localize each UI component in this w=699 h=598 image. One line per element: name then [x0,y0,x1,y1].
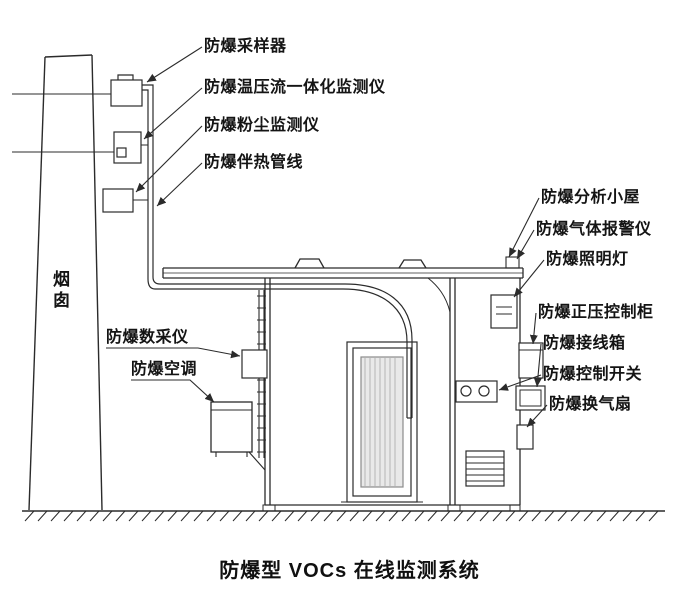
control-switch-box [455,380,498,403]
lighting-box [490,294,518,329]
leader-lines [106,46,548,428]
right-equipment-drawing [455,294,546,487]
dust-monitor-box [102,188,134,213]
gas-alarm-box [505,256,520,269]
label-analysis-cabin: 防爆分析小屋 [541,189,641,206]
ground-line-drawing [22,510,665,522]
canopy-roof-drawing [162,256,524,279]
label-lighting: 防爆照明灯 [546,251,629,268]
label-chimney: 烟囱 [50,270,69,312]
label-tpf-monitor: 防爆温压流一体化监测仪 [204,79,386,96]
label-ventilation-fan: 防爆换气扇 [549,396,632,413]
label-air-conditioner: 防爆空调 [131,361,198,378]
stack-instruments-drawing [102,74,143,213]
label-junction-box: 防爆接线箱 [543,335,626,352]
left-equipment-drawing [210,290,268,471]
label-sampler: 防爆采样器 [204,38,287,55]
data-logger-box [241,349,268,379]
label-heat-trace-line: 防爆伴热管线 [204,154,304,171]
heat-trace-pipe-drawing [133,84,451,419]
sampler-box [110,79,143,107]
label-pressure-cabinet: 防爆正压控制柜 [538,304,654,321]
label-data-acquisition: 防爆数采仪 [106,329,189,346]
fan-housing-box [516,424,534,450]
label-gas-alarm: 防爆气体报警仪 [536,221,652,238]
label-control-switch: 防爆控制开关 [543,366,643,383]
label-dust-monitor: 防爆粉尘监测仪 [204,117,320,134]
tpf-monitor-box [113,131,142,164]
door-drawing [341,341,423,503]
cabin-structure-drawing [262,278,521,512]
page-title: 防爆型 VOCs 在线监测系统 [219,560,480,582]
chimney-drawing [12,54,114,511]
